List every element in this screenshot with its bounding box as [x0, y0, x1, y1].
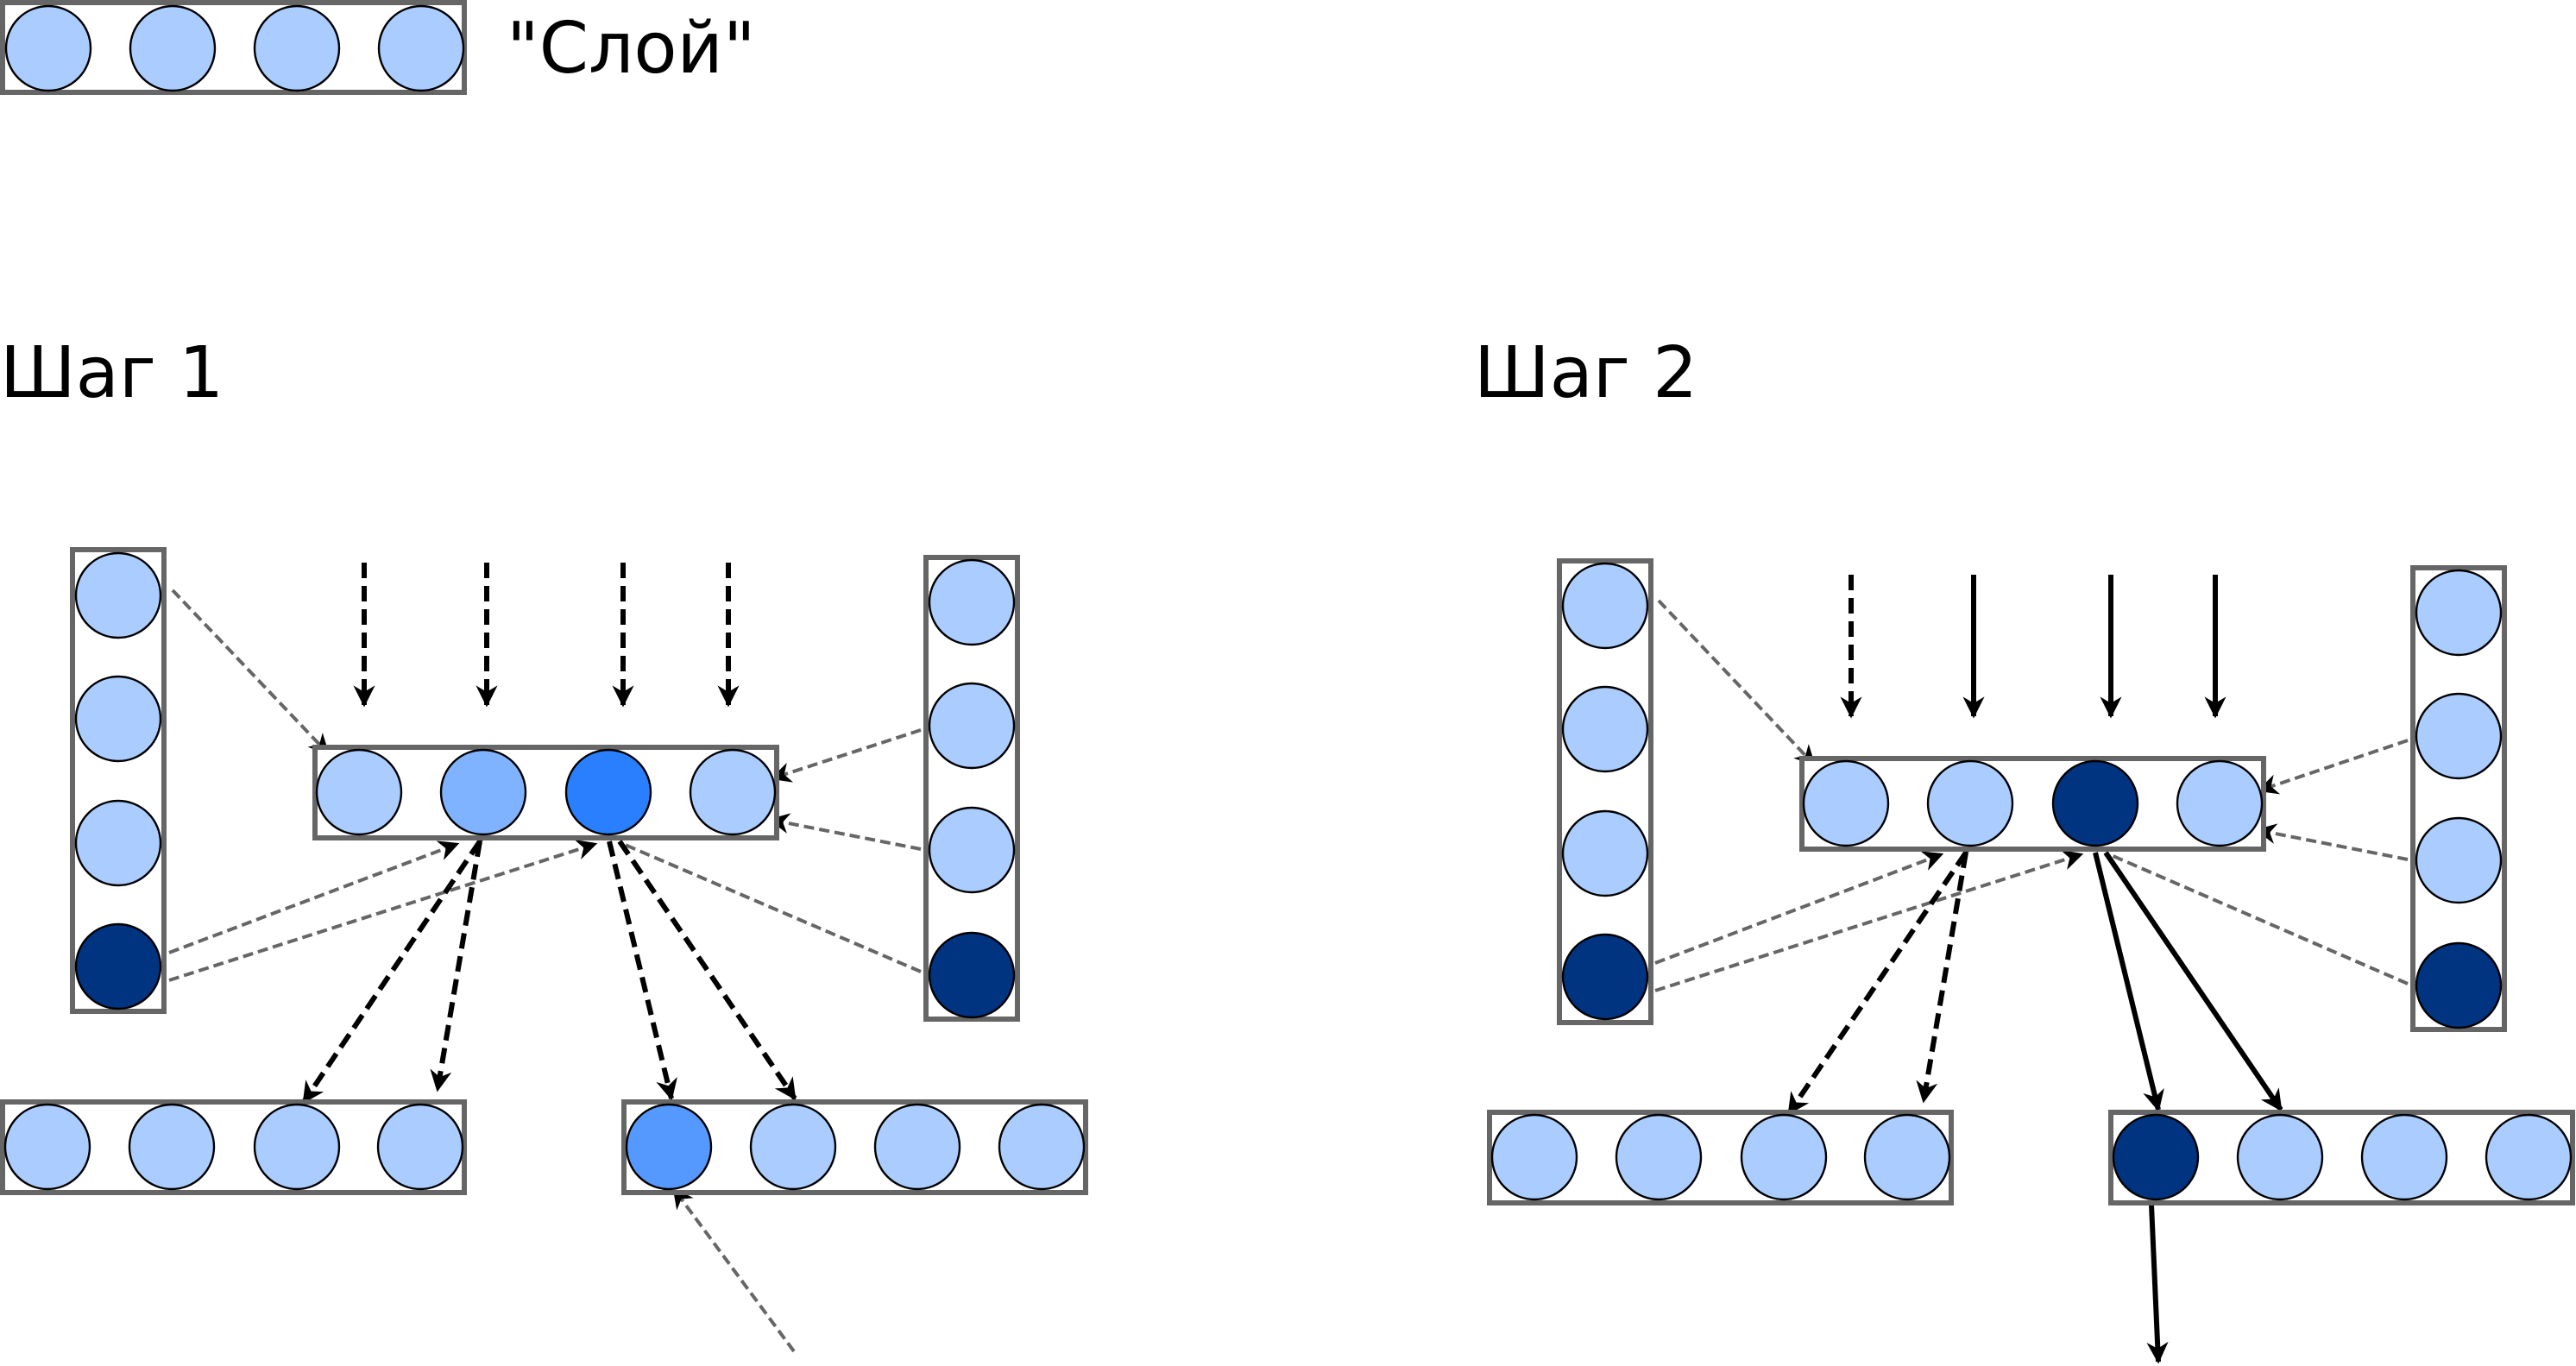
neuron: [1561, 809, 1649, 897]
neuron: [749, 1103, 837, 1191]
legend-neuron-2: [129, 4, 217, 92]
neuron: [928, 558, 1016, 646]
connection: [768, 813, 922, 851]
neuron: [253, 1103, 341, 1191]
neuron: [74, 799, 162, 887]
connection: [672, 1187, 796, 1353]
neuron: [315, 748, 403, 836]
connection: [171, 589, 330, 755]
neuron: [2415, 941, 2503, 1029]
legend-neuron-1: [4, 4, 92, 92]
neuron: [1561, 562, 1649, 650]
output-arrow: [1916, 852, 1968, 1104]
step-2-title: Шаг 2: [1474, 332, 1697, 414]
neuron: [564, 748, 652, 836]
neuron: [2236, 1113, 2324, 1201]
legend-label: "Слой": [507, 8, 756, 90]
neuron: [3, 1103, 91, 1191]
neuron: [439, 748, 527, 836]
neuron: [2415, 816, 2503, 904]
bidirectional-arrow: [301, 819, 501, 1105]
step-1-connections: [168, 563, 922, 1353]
neuron: [625, 1103, 713, 1191]
neuron: [2415, 692, 2503, 780]
connection: [1657, 599, 1816, 766]
neuron: [1561, 685, 1649, 773]
neuron: [689, 748, 777, 836]
neuron: [928, 931, 1016, 1019]
legend-neuron-4: [377, 4, 465, 92]
connection: [1654, 850, 2084, 992]
neuron: [928, 806, 1016, 894]
neuron: [74, 922, 162, 1010]
output-arrow: [2146, 1204, 2169, 1364]
connection: [2108, 853, 2409, 985]
neuron: [1926, 759, 2014, 847]
output-arrow: [617, 840, 797, 1101]
legend: "Слой": [0, 0, 756, 95]
neuron: [998, 1103, 1086, 1191]
connection: [622, 842, 922, 973]
neuron: [1615, 1113, 1703, 1201]
neuron: [1561, 933, 1649, 1021]
connection: [2255, 823, 2409, 861]
step-1-title: Шаг 1: [0, 332, 224, 414]
output-arrow: [2103, 851, 2283, 1112]
legend-neuron-3: [253, 4, 341, 92]
neuron: [128, 1103, 216, 1191]
neuron: [2176, 759, 2264, 847]
neuron: [1740, 1113, 1828, 1201]
neuron: [873, 1103, 961, 1191]
connection: [1654, 851, 1944, 965]
output-arrow: [607, 840, 677, 1101]
neuron: [74, 675, 162, 763]
neuron: [1802, 759, 1890, 847]
step-2-connections: [1654, 575, 2409, 1364]
step-1-diagram: [0, 547, 1088, 1353]
neuron: [1490, 1113, 1578, 1201]
connection: [168, 840, 460, 954]
bidirectional-arrow: [1786, 830, 1987, 1116]
neuron: [2051, 759, 2139, 847]
neuron: [2485, 1113, 2573, 1201]
connection: [168, 840, 598, 982]
connection: [2257, 739, 2409, 795]
neuron: [2360, 1113, 2448, 1201]
neuron: [1863, 1113, 1951, 1201]
output-arrow: [2093, 852, 2164, 1112]
connection: [770, 728, 922, 783]
neuron: [2112, 1113, 2200, 1201]
step-2-diagram: [1487, 558, 2575, 1364]
neuron: [74, 551, 162, 639]
output-arrow: [430, 840, 482, 1092]
neuron: [928, 682, 1016, 770]
neuron: [2415, 569, 2503, 657]
neuron: [376, 1103, 464, 1191]
